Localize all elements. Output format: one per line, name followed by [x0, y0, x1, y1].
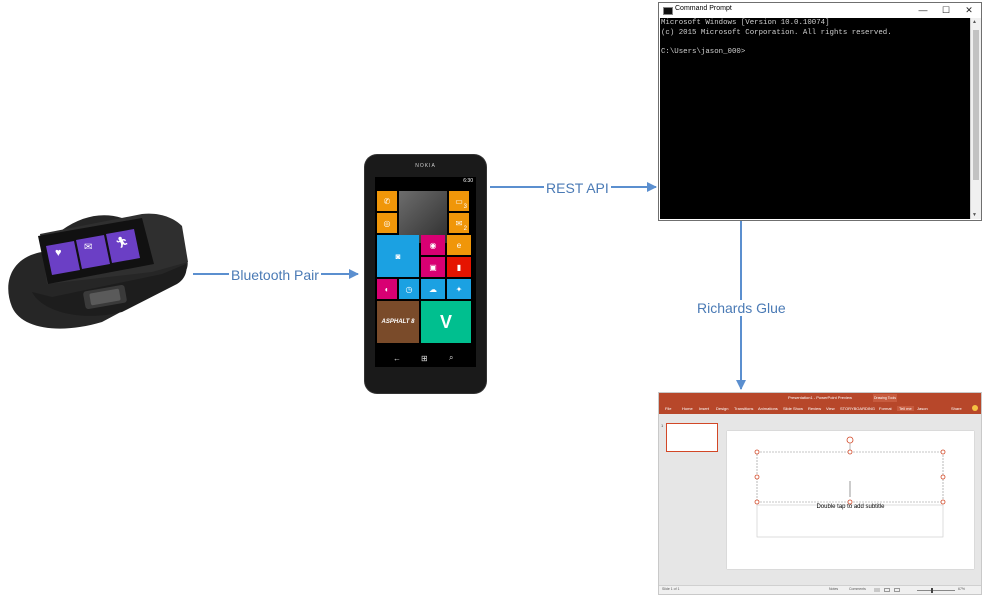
tab-home[interactable]: Home: [682, 406, 693, 411]
tab-file[interactable]: File: [665, 406, 672, 411]
minimize-button[interactable]: —: [918, 5, 928, 15]
mail-icon: ✉: [84, 242, 93, 253]
cmd-titlebar: Command Prompt — ☐ ✕: [659, 3, 981, 18]
scroll-thumb[interactable]: [973, 30, 979, 180]
selection-box: [754, 436, 946, 538]
instagram-tile-glyph: ◙: [395, 251, 401, 261]
phone-tile-glyph: ✆: [383, 196, 391, 206]
search-icon: ⌕: [449, 353, 454, 362]
drawing-tools-tab[interactable]: Drawing Tools: [873, 394, 897, 402]
photos-tile-glyph: ▣: [429, 262, 437, 272]
bluetooth-pair-label: Bluetooth Pair: [229, 267, 321, 283]
user-name[interactable]: Jason: [917, 406, 928, 411]
email-tile-count: 2: [463, 226, 467, 232]
ie-tile-glyph: e: [456, 240, 462, 250]
phone-body: NOKIA 6:30 ✆ ▭3 ◎ ✉2 ◙ ◉ e ▣ ▮ ◐ ◷ ☁ ✦ ASPHALT 8 V ← ⊞…: [365, 155, 486, 393]
scroll-down-icon[interactable]: ▼: [972, 212, 977, 218]
cmd-line-version: Microsoft Windows [Version 10.0.10074]: [661, 19, 830, 27]
zoom-slider[interactable]: [917, 589, 955, 591]
tell-me-box[interactable]: Tell me: [897, 406, 914, 411]
clock-tile-glyph: ◷: [405, 284, 413, 294]
tab-animations[interactable]: Animations: [758, 406, 778, 411]
zoom-thumb[interactable]: [931, 587, 933, 593]
lumia-phone-image: NOKIA 6:30 ✆ ▭3 ◎ ✉2 ◙ ◉ e ▣ ▮ ◐ ◷ ☁ ✦ ASPHALT 8 V ← ⊞…: [361, 153, 490, 396]
ppt-statusbar: Slide 1 of 1 Notes Comments 67%: [659, 585, 981, 594]
messaging-tile-glyph: ▭: [455, 196, 463, 206]
whatsapp-tile[interactable]: ◎: [377, 213, 397, 233]
cmd-scrollbar[interactable]: ▲ ▼: [970, 18, 981, 219]
tab-storyboarding[interactable]: STORYBOARDING: [840, 406, 875, 411]
back-icon: ←: [393, 354, 401, 363]
normal-view-icon[interactable]: [874, 588, 880, 592]
richards-glue-label: Richards Glue: [695, 300, 788, 316]
runner-icon: 🏃︎: [115, 237, 129, 249]
asphalt-tile[interactable]: ASPHALT 8: [377, 301, 419, 343]
vine-tile-glyph: V: [439, 311, 452, 332]
tab-insert[interactable]: Insert: [699, 406, 710, 411]
slide-canvas[interactable]: Double tap to add subtitle: [727, 431, 974, 569]
tab-format[interactable]: Format: [879, 406, 892, 411]
tab-design[interactable]: Design: [716, 406, 729, 411]
music-tile[interactable]: ◐: [377, 279, 397, 299]
instagram-tile[interactable]: ◙: [377, 235, 419, 277]
vine-tile[interactable]: V: [421, 301, 471, 343]
tab-slide-show[interactable]: Slide Show: [783, 406, 804, 411]
rest-api-label: REST API: [544, 180, 611, 196]
close-button[interactable]: ✕: [965, 5, 973, 15]
photos-tile[interactable]: ▣: [421, 257, 445, 277]
scroll-up-icon[interactable]: ▲: [972, 19, 977, 25]
console-icon: [663, 7, 673, 15]
ppt-window-title: Presentation1 - PowerPoint Preview: [787, 395, 853, 400]
ppt-titlebar: Presentation1 - PowerPoint Preview Drawi…: [659, 393, 981, 403]
ie-tile[interactable]: e: [447, 235, 471, 255]
phone-screen: 6:30 ✆ ▭3 ◎ ✉2 ◙ ◉ e ▣ ▮ ◐ ◷ ☁ ✦ ASPHALT 8 V ← ⊞ ⌕: [375, 177, 476, 367]
email-tile[interactable]: ✉2: [449, 213, 469, 233]
slide-thumbnail-pane: 1: [659, 414, 723, 586]
microsoft-band-image: ♥ ✉ 🏃︎: [2, 212, 193, 336]
twitter-tile[interactable]: ✦: [447, 279, 471, 299]
camera-tile-glyph: ◉: [429, 240, 437, 250]
smiley-icon[interactable]: [972, 405, 978, 411]
subtitle-placeholder[interactable]: Double tap to add subtitle: [816, 504, 885, 510]
cmd-prompt-line: C:\Users\jason_000>: [661, 48, 746, 56]
office-tile-glyph: ▮: [456, 262, 462, 272]
slide-count: Slide 1 of 1: [662, 587, 680, 591]
clock-tile[interactable]: ◷: [399, 279, 419, 299]
phone-brand: NOKIA: [415, 163, 436, 169]
onedrive-tile[interactable]: ☁: [421, 279, 445, 299]
messaging-tile[interactable]: ▭3: [449, 191, 469, 211]
whatsapp-tile-glyph: ◎: [383, 218, 391, 228]
maximize-button[interactable]: ☐: [941, 5, 951, 15]
tab-review[interactable]: Review: [808, 406, 822, 411]
office-tile[interactable]: ▮: [447, 257, 471, 277]
email-tile-glyph: ✉: [455, 218, 463, 228]
cmd-line-copyright: (c) 2015 Microsoft Corporation. All righ…: [661, 29, 892, 37]
slide-thumbnail[interactable]: [666, 423, 718, 452]
tab-view[interactable]: View: [826, 406, 835, 411]
phone-time: 6:30: [463, 178, 473, 184]
notes-button[interactable]: Notes: [829, 587, 839, 591]
powerpoint-window: Presentation1 - PowerPoint Preview Drawi…: [658, 392, 982, 595]
slide-thumb-number: 1: [661, 423, 664, 428]
cmd-window-title: Command Prompt: [675, 5, 732, 12]
ppt-ribbon: File Home Insert Design Transitions Anim…: [659, 403, 981, 414]
music-tile-glyph: ◐: [384, 284, 390, 294]
onedrive-tile-glyph: ☁: [429, 284, 437, 294]
messaging-tile-count: 3: [463, 204, 467, 210]
phone-tile[interactable]: ✆: [377, 191, 397, 211]
camera-tile[interactable]: ◉: [421, 235, 445, 255]
twitter-tile-glyph: ✦: [455, 284, 463, 294]
reading-view-icon[interactable]: [894, 588, 900, 592]
command-prompt-window: Command Prompt — ☐ ✕ Microsoft Windows […: [658, 2, 982, 221]
zoom-level: 67%: [958, 587, 966, 591]
windows-icon: ⊞: [421, 354, 428, 363]
tab-transitions[interactable]: Transitions: [734, 406, 754, 411]
comments-button[interactable]: Comments: [849, 587, 866, 591]
heart-icon: ♥: [55, 247, 62, 259]
asphalt-tile-glyph: ASPHALT 8: [381, 319, 415, 325]
people-tile[interactable]: [399, 191, 447, 243]
sorter-view-icon[interactable]: [884, 588, 890, 592]
share-button[interactable]: Share: [951, 406, 962, 411]
cmd-console[interactable]: Microsoft Windows [Version 10.0.10074] (…: [660, 18, 971, 219]
